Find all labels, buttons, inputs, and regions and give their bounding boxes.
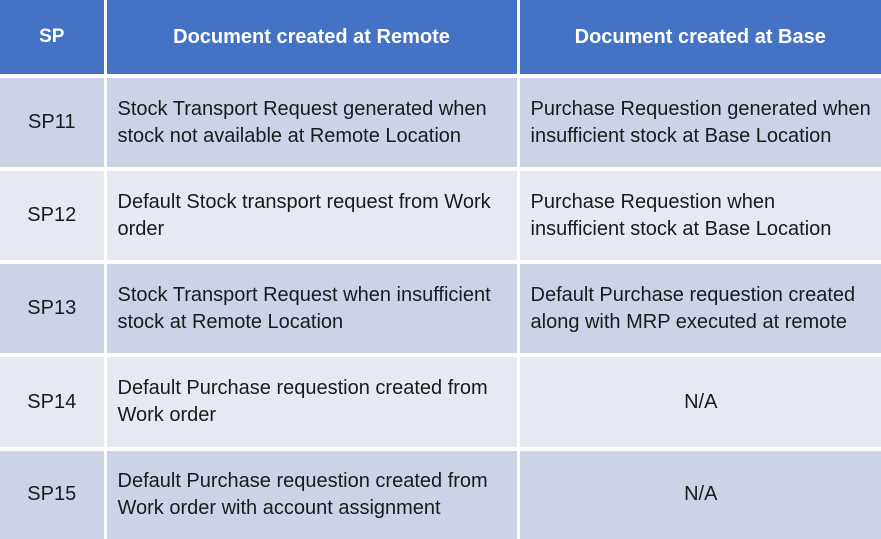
cell-sp: SP15 xyxy=(0,448,107,539)
header-row: SP Document created at Remote Document c… xyxy=(0,0,881,78)
column-header-sp: SP xyxy=(0,0,107,78)
cell-base: Purchase Requestion when insufficient st… xyxy=(518,169,881,265)
table-row: SP12 Default Stock transport request fro… xyxy=(0,169,881,265)
table-row: SP15 Default Purchase requestion created… xyxy=(0,448,881,539)
cell-remote: Default Purchase requestion created from… xyxy=(105,355,520,451)
cell-sp: SP11 xyxy=(0,76,107,172)
table-row: SP14 Default Purchase requestion created… xyxy=(0,355,881,451)
cell-base: N/A xyxy=(518,355,881,451)
cell-remote: Stock Transport Request when insufficien… xyxy=(105,262,520,358)
cell-sp: SP14 xyxy=(0,355,107,451)
table-body: SP11 Stock Transport Request generated w… xyxy=(0,76,881,539)
cell-base: Purchase Requestion generated when insuf… xyxy=(518,76,881,172)
table-header: SP Document created at Remote Document c… xyxy=(0,0,881,78)
column-header-document-created-at-base: Document created at Base xyxy=(518,0,881,78)
cell-remote: Default Stock transport request from Wor… xyxy=(105,169,520,265)
cell-base: Default Purchase requestion created alon… xyxy=(518,262,881,358)
table-row: SP13 Stock Transport Request when insuff… xyxy=(0,262,881,358)
cell-remote: Default Purchase requestion created from… xyxy=(105,448,520,539)
cell-remote: Stock Transport Request generated when s… xyxy=(105,76,520,172)
column-header-document-created-at-remote: Document created at Remote xyxy=(105,0,520,78)
cell-sp: SP12 xyxy=(0,169,107,265)
cell-sp: SP13 xyxy=(0,262,107,358)
cell-base: N/A xyxy=(518,448,881,539)
table-row: SP11 Stock Transport Request generated w… xyxy=(0,76,881,172)
